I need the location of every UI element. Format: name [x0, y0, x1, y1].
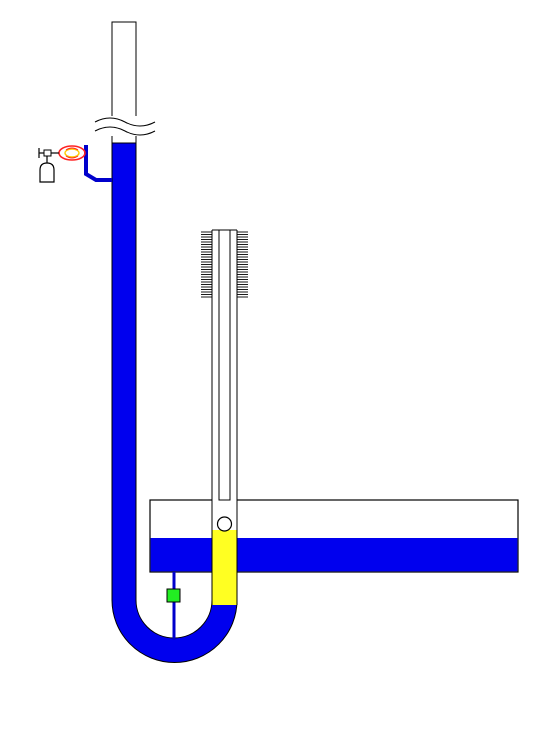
- air-bubble-icon: [216, 516, 233, 532]
- right-thin-tube: [211, 229, 238, 605]
- scale-ticks-right: [237, 231, 248, 298]
- reservoir-tank: [149, 499, 519, 573]
- gas-burner-icon: [38, 145, 86, 161]
- scale-ticks-left: [201, 231, 212, 298]
- side-inlet-pipe: [84, 145, 112, 182]
- u-tube-liquid: [112, 143, 237, 663]
- reservoir-liquid: [150, 538, 518, 572]
- tube-break-icon: [94, 116, 156, 136]
- right-limb-yellow-liquid: [212, 530, 237, 605]
- gas-cylinder-icon: [39, 156, 55, 183]
- valve-icon: [166, 588, 181, 603]
- right-tube-bore: [218, 229, 231, 501]
